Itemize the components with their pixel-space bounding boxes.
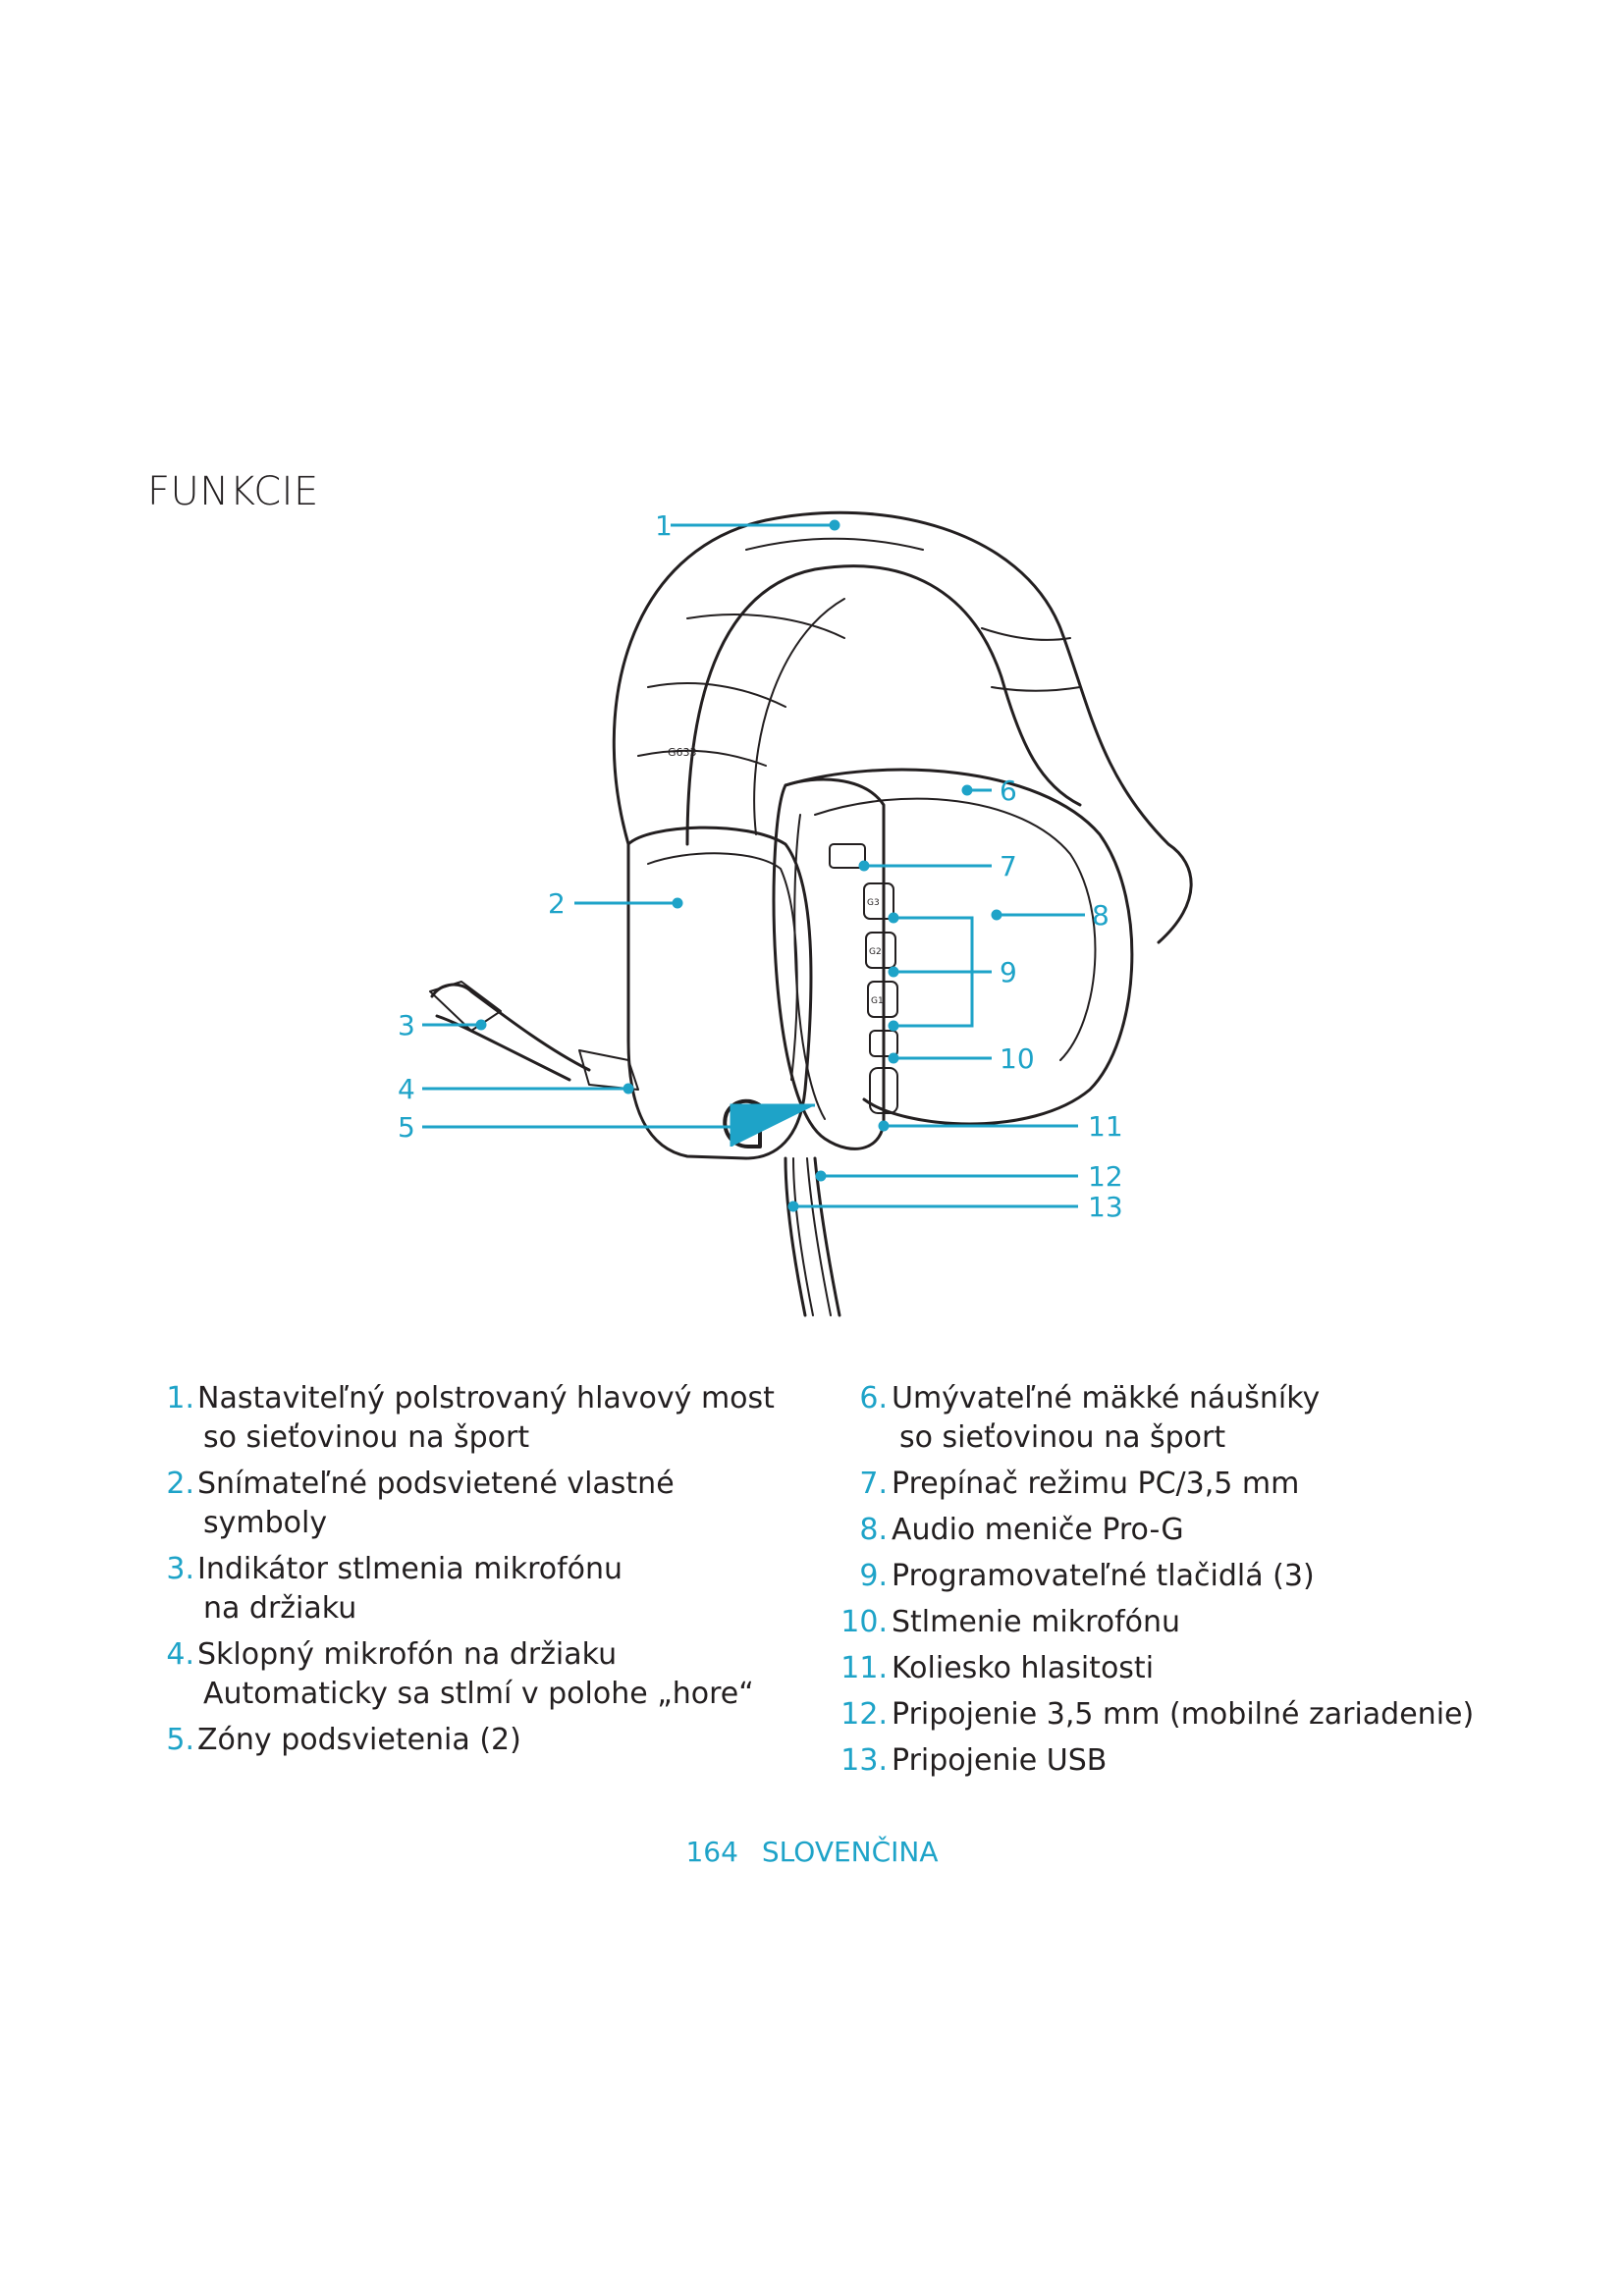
feature-text: Snímateľné podsvietené vlastné: [157, 1465, 805, 1504]
page-title: FUNKCIE: [147, 469, 319, 514]
feature-item-11: 11. Koliesko hlasitosti: [835, 1649, 1502, 1688]
feature-number: 5.: [157, 1721, 194, 1760]
feature-subtext: na držiaku: [157, 1589, 805, 1629]
button-label-g2: G2: [869, 947, 882, 957]
callout-11: 11: [1088, 1110, 1123, 1143]
feature-item-10: 10. Stlmenie mikrofónu: [835, 1603, 1502, 1642]
feature-item-4: 4. Sklopný mikrofón na držiaku Automatic…: [157, 1635, 805, 1714]
feature-number: 3.: [157, 1550, 194, 1589]
feature-item-5: 5. Zóny podsvietenia (2): [157, 1721, 805, 1760]
callout-7: 7: [1000, 850, 1017, 882]
feature-subtext: symboly: [157, 1504, 805, 1543]
callout-3: 3: [398, 1009, 415, 1041]
feature-list-right: 6. Umývateľné mäkké náušníky so sieťovin…: [835, 1379, 1502, 1788]
feature-subtext: so sieťovinou na šport: [157, 1418, 805, 1458]
feature-text: Koliesko hlasitosti: [835, 1649, 1502, 1688]
feature-text: Umývateľné mäkké náušníky: [835, 1379, 1502, 1418]
feature-text: Nastaviteľný polstrovaný hlavový most: [157, 1379, 805, 1418]
feature-number: 9.: [835, 1557, 888, 1596]
feature-number: 2.: [157, 1465, 194, 1504]
page-number: 164: [685, 1836, 737, 1868]
feature-subtext: so sieťovinou na šport: [835, 1418, 1502, 1458]
feature-number: 10.: [835, 1603, 888, 1642]
feature-number: 13.: [835, 1741, 888, 1781]
model-label: G633: [668, 746, 697, 759]
callout-2: 2: [548, 887, 566, 920]
footer-language: SLOVENČINA: [762, 1836, 939, 1868]
callout-10: 10: [1000, 1042, 1035, 1075]
feature-list-left: 1. Nastaviteľný polstrovaný hlavový most…: [157, 1379, 805, 1767]
callout-9: 9: [1000, 956, 1017, 988]
feature-number: 12.: [835, 1695, 888, 1735]
feature-text: Stlmenie mikrofónu: [835, 1603, 1502, 1642]
callout-5: 5: [398, 1111, 415, 1144]
feature-number: 1.: [157, 1379, 194, 1418]
callout-lines: [422, 521, 1085, 1210]
page-footer: 164 SLOVENČINA: [0, 1836, 1624, 1868]
feature-text: Audio meniče Pro-G: [835, 1511, 1502, 1550]
callout-6: 6: [1000, 774, 1017, 807]
feature-number: 6.: [835, 1379, 888, 1418]
feature-item-1: 1. Nastaviteľný polstrovaný hlavový most…: [157, 1379, 805, 1458]
feature-subtext: Automaticky sa stlmí v polohe „hore“: [157, 1675, 805, 1714]
feature-text: Pripojenie 3,5 mm (mobilné zariadenie): [835, 1695, 1502, 1735]
feature-text: Pripojenie USB: [835, 1741, 1502, 1781]
feature-text: Programovateľné tlačidlá (3): [835, 1557, 1502, 1596]
feature-text: Indikátor stlmenia mikrofónu: [157, 1550, 805, 1589]
feature-item-2: 2. Snímateľné podsvietené vlastné symbol…: [157, 1465, 805, 1543]
feature-item-7: 7. Prepínač režimu PC/3,5 mm: [835, 1465, 1502, 1504]
callout-1: 1: [655, 509, 673, 542]
callout-13: 13: [1088, 1191, 1123, 1223]
feature-item-9: 9. Programovateľné tlačidlá (3): [835, 1557, 1502, 1596]
feature-item-3: 3. Indikátor stlmenia mikrofónu na držia…: [157, 1550, 805, 1629]
button-label-g3: G3: [867, 898, 880, 908]
feature-number: 8.: [835, 1511, 888, 1550]
callout-12: 12: [1088, 1160, 1123, 1193]
callout-8: 8: [1092, 899, 1110, 932]
feature-number: 7.: [835, 1465, 888, 1504]
feature-item-8: 8. Audio meniče Pro-G: [835, 1511, 1502, 1550]
headset-diagram: G633 G3 G2 G1 1 2 3 4 5 6 7 8 9 10 11 12…: [373, 491, 1257, 1335]
feature-item-12: 12. Pripojenie 3,5 mm (mobilné zariadeni…: [835, 1695, 1502, 1735]
button-label-g1: G1: [871, 996, 884, 1006]
feature-text: Sklopný mikrofón na držiaku: [157, 1635, 805, 1675]
feature-number: 11.: [835, 1649, 888, 1688]
callout-4: 4: [398, 1073, 415, 1105]
feature-item-6: 6. Umývateľné mäkké náušníky so sieťovin…: [835, 1379, 1502, 1458]
feature-text: Zóny podsvietenia (2): [157, 1721, 805, 1760]
feature-number: 4.: [157, 1635, 194, 1675]
feature-item-13: 13. Pripojenie USB: [835, 1741, 1502, 1781]
feature-text: Prepínač režimu PC/3,5 mm: [835, 1465, 1502, 1504]
